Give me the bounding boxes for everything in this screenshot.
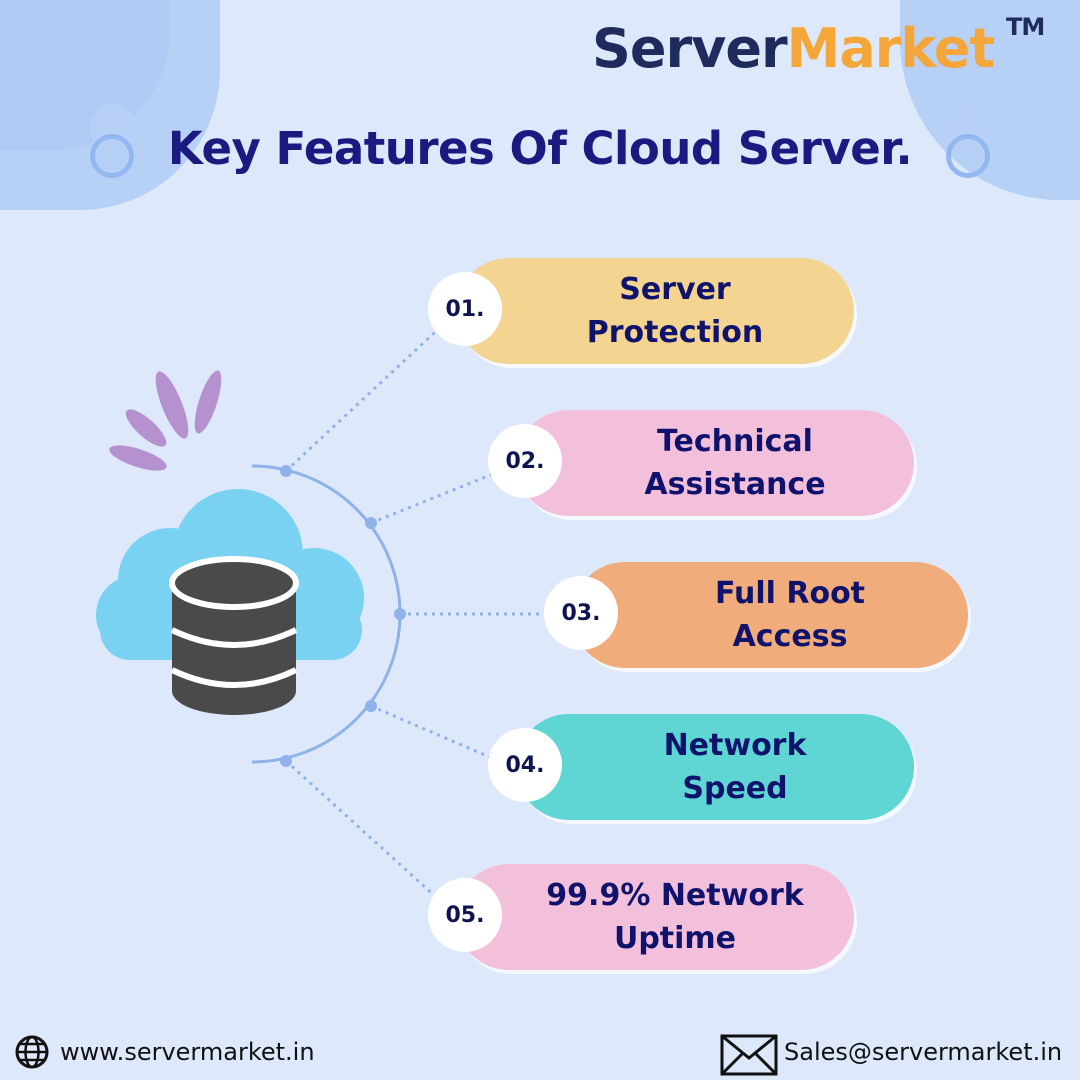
feature-number: 03.: [544, 576, 618, 650]
connector-dot-1: [280, 465, 292, 477]
feature-number: 02.: [488, 424, 562, 498]
feature-pill-4: 04. Network Speed: [488, 714, 914, 820]
brand-name-server: Server: [592, 17, 788, 80]
page-title: Key Features Of Cloud Server.: [167, 122, 913, 175]
connector-dot-3: [394, 608, 406, 620]
feature-label: Technical Assistance: [644, 424, 826, 502]
feature-label: 99.9% Network Uptime: [546, 878, 804, 956]
trademark-symbol: TM: [1006, 13, 1045, 41]
brand-name-market: Market: [786, 17, 996, 80]
website-link[interactable]: www.servermarket.in: [60, 1038, 315, 1066]
connector-line-4: [370, 704, 509, 767]
feature-pill-1: 01. Server Protection: [428, 258, 854, 364]
connector-dot-4: [365, 700, 377, 712]
feature-pill-5: 05. 99.9% Network Uptime: [428, 864, 854, 970]
title-ring-right: [946, 134, 990, 178]
globe-icon: [15, 1035, 49, 1069]
feature-pill-2: 02. Technical Assistance: [488, 410, 914, 516]
connector-line-1: [284, 318, 450, 473]
connector-line-2: [370, 466, 509, 525]
mail-icon: [720, 1034, 778, 1076]
connector-line-5: [284, 759, 450, 910]
cloud-database-icon: [96, 489, 364, 715]
feature-number: 01.: [428, 272, 502, 346]
brand-logo: ServerMarket TM: [592, 13, 1045, 84]
sparkle-icon: [109, 370, 222, 471]
feature-number: 04.: [488, 728, 562, 802]
feature-label: Full Root Access: [714, 576, 866, 654]
email-link[interactable]: Sales@servermarket.in: [784, 1038, 1063, 1066]
title-ring-left: [90, 134, 134, 178]
feature-label: Network Speed: [663, 728, 807, 806]
feature-label: Server Protection: [586, 272, 764, 350]
feature-number: 05.: [428, 878, 502, 952]
feature-pill-3: 03. Full Root Access: [544, 562, 968, 668]
connector-dot-5: [280, 755, 292, 767]
connector-dot-2: [365, 517, 377, 529]
